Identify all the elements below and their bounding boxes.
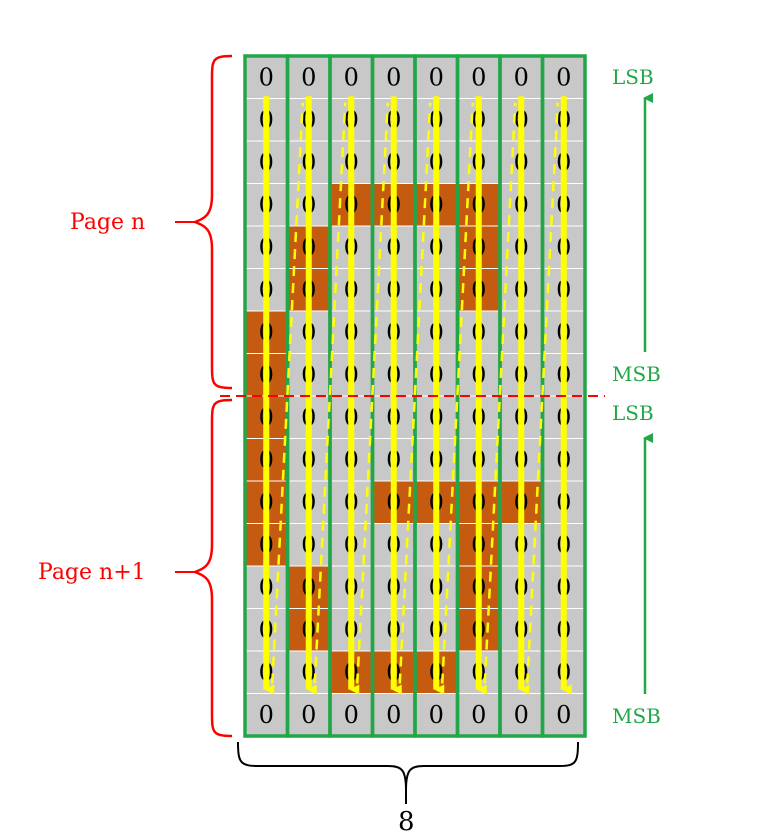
page-n-label: Page n bbox=[70, 210, 145, 235]
cell-bit-text: 0 bbox=[344, 63, 359, 91]
cell-bit-text: 0 bbox=[386, 701, 401, 729]
grid-cell bbox=[542, 693, 586, 737]
page-n1-label: Page n+1 bbox=[38, 560, 146, 585]
cell-bit-text: 0 bbox=[471, 63, 486, 91]
width-label: 8 bbox=[398, 807, 415, 837]
grid-cell bbox=[499, 55, 543, 99]
grid-cell bbox=[372, 693, 416, 737]
page-n1-lsb-label: LSB bbox=[612, 401, 654, 425]
cell-bit-text: 0 bbox=[259, 63, 274, 91]
scan-return-line bbox=[526, 102, 559, 684]
scan-return-line bbox=[483, 102, 517, 684]
scan-return-lines bbox=[271, 102, 559, 684]
grid-cell bbox=[244, 55, 288, 99]
page-n-brace bbox=[191, 54, 233, 390]
page-n-lsb-label: LSB bbox=[612, 65, 654, 89]
scan-direction-arrows bbox=[263, 96, 572, 695]
grid-cell bbox=[414, 55, 458, 99]
cell-bit-text: 0 bbox=[429, 63, 444, 91]
cell-bit-text: 0 bbox=[259, 701, 274, 729]
cell-bit-text: 0 bbox=[386, 63, 401, 91]
page-n1-msb-label: MSB bbox=[612, 704, 661, 728]
cell-bit-text: 0 bbox=[344, 701, 359, 729]
cell-bit-text: 0 bbox=[301, 63, 316, 91]
cell-bit-text: 0 bbox=[471, 701, 486, 729]
cell-bit-text: 0 bbox=[301, 701, 316, 729]
cell-bit-text: 0 bbox=[514, 701, 529, 729]
cell-bit-text: 0 bbox=[514, 63, 529, 91]
scan-return-line bbox=[398, 102, 432, 684]
scan-return-line bbox=[313, 102, 347, 684]
scan-return-line bbox=[271, 102, 304, 684]
scan-return-line bbox=[441, 102, 474, 684]
width-brace bbox=[237, 741, 579, 791]
grid-cell bbox=[329, 55, 373, 99]
cell-bit-text: 0 bbox=[429, 701, 444, 729]
scan-return-line bbox=[356, 102, 389, 684]
page-n1-brace bbox=[191, 398, 233, 738]
cell-bit-text: 0 bbox=[556, 63, 571, 91]
cell-bit-text: 0 bbox=[556, 701, 571, 729]
page-n-msb-label: MSB bbox=[612, 362, 661, 386]
